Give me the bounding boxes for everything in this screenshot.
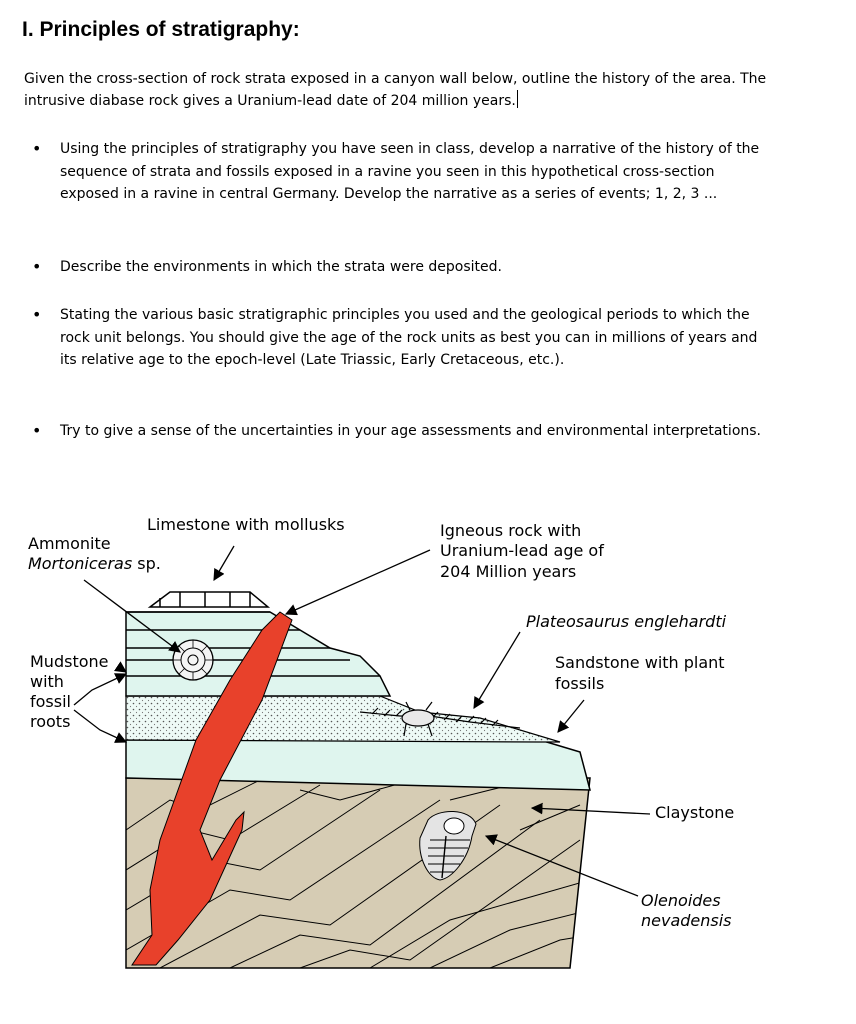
sandstone-layer: [125, 695, 561, 743]
label-plateosaurus: Plateosaurus englehardti: [526, 612, 727, 631]
plateosaurus-fossil: [359, 701, 521, 737]
label-igneous-1: Igneous rock with: [440, 521, 581, 540]
label-olenoides-1: Olenoides: [641, 891, 721, 910]
task-item-uncertainties: Try to give a sense of the uncertainties…: [32, 420, 775, 443]
task-item-principles: Stating the various basic stratigraphic …: [32, 304, 775, 372]
label-limestone: Limestone with mollusks: [147, 515, 345, 534]
label-mudstone-4: roots: [30, 712, 70, 731]
label-mudstone-2: with: [30, 672, 64, 691]
label-ammonite: Ammonite: [28, 534, 111, 553]
figure-arrows: [73, 545, 651, 897]
label-mudstone-1: Mudstone: [30, 652, 108, 671]
task-item-environments: Describe the environments in which the s…: [32, 256, 775, 279]
trilobite-fossil: [419, 810, 477, 881]
label-mudstone-3: fossil: [30, 692, 71, 711]
intro-paragraph: Given the cross-section of rock strata e…: [24, 68, 784, 112]
label-sandstone-2: fossils: [555, 674, 604, 693]
label-ammonite-genus-name: Mortoniceras: [28, 554, 132, 573]
label-ammonite-genus: Mortoniceras sp.: [28, 554, 161, 573]
label-igneous-2: Uranium-lead age of: [440, 541, 604, 560]
igneous-dike: [131, 611, 293, 966]
section-title: I. Principles of stratigraphy:: [22, 18, 300, 41]
label-claystone: Claystone: [655, 803, 734, 822]
label-sandstone-1: Sandstone with plant: [555, 653, 725, 672]
label-olenoides-2: nevadensis: [641, 911, 732, 930]
intro-text: Given the cross-section of rock strata e…: [24, 71, 767, 109]
text-cursor: [516, 90, 518, 108]
ammonite-fossil: [172, 639, 214, 681]
task-item-narrative: Using the principles of stratigraphy you…: [32, 138, 775, 206]
limestone-blocks: [126, 591, 271, 613]
label-igneous-3: 204 Million years: [440, 562, 576, 581]
label-ammonite-sp: sp.: [137, 554, 161, 573]
